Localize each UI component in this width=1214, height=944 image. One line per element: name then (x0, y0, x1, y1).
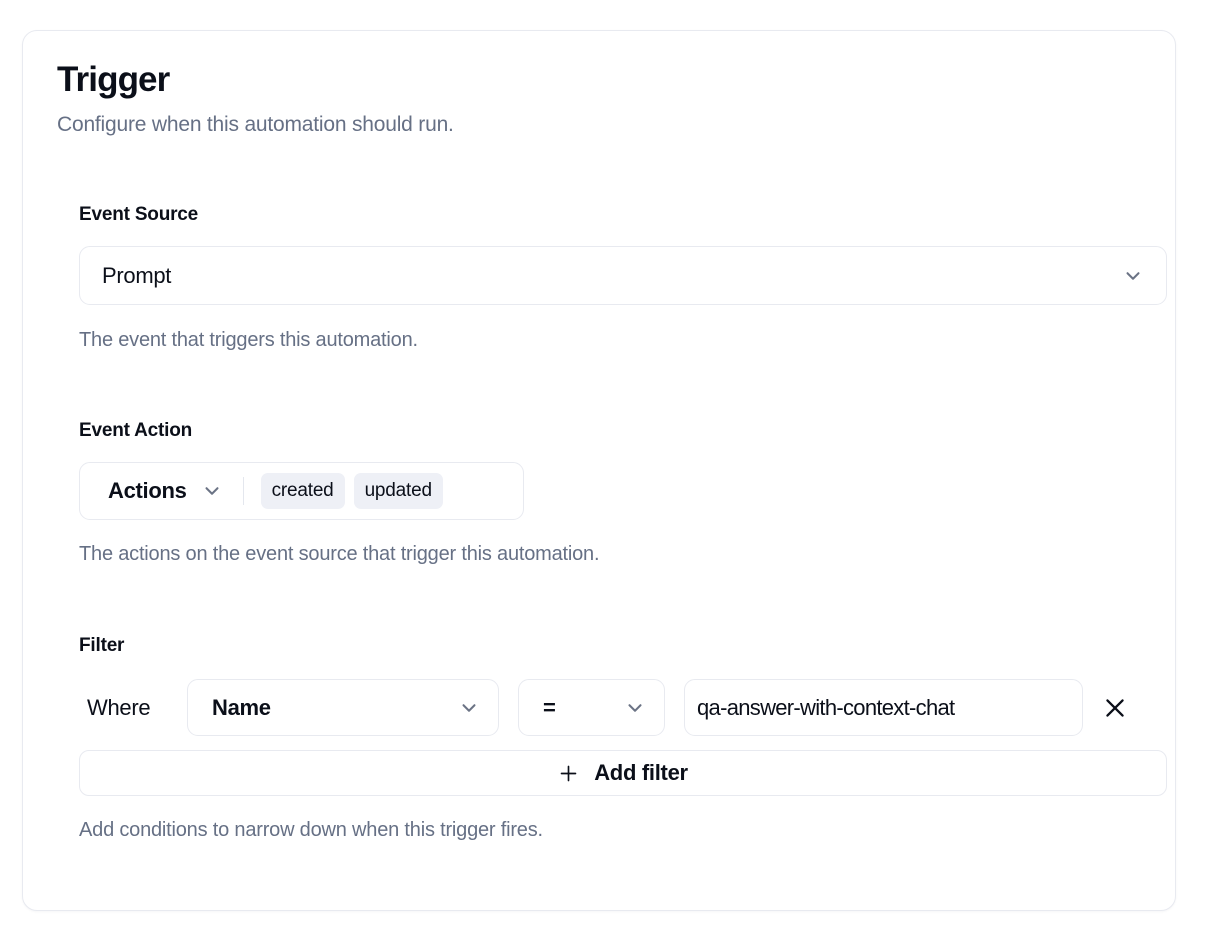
filter-help: Add conditions to narrow down when this … (79, 819, 543, 841)
trigger-card: Trigger Configure when this automation s… (22, 30, 1176, 911)
chevron-down-icon (624, 697, 646, 719)
filter-field: Filter Where Name = (79, 634, 1168, 843)
page-subtitle: Configure when this automation should ru… (57, 113, 454, 136)
page-title: Trigger (57, 60, 170, 99)
chip-updated[interactable]: updated (353, 473, 443, 509)
event-source-help: The event that triggers this automation. (79, 329, 418, 351)
filter-row: Where Name = (79, 679, 1168, 736)
chevron-down-icon (201, 480, 223, 502)
chevron-down-icon (458, 697, 480, 719)
event-action-dropdown-label: Actions (108, 478, 187, 503)
event-source-value: Prompt (102, 262, 172, 288)
chevron-down-icon (1122, 265, 1144, 287)
filter-value-input[interactable] (697, 694, 1070, 721)
close-icon (1102, 695, 1128, 721)
filter-label: Filter (79, 635, 125, 656)
filter-operator-value: = (543, 694, 556, 720)
filter-operator-select[interactable]: = (518, 679, 665, 736)
remove-filter-button[interactable] (1095, 688, 1135, 728)
plus-icon (558, 763, 579, 784)
event-action-dropdown[interactable]: Actions (108, 478, 223, 504)
add-filter-label: Add filter (594, 760, 688, 785)
filter-value-wrapper (684, 679, 1083, 736)
event-action-field: Event Action Actions created updated The… (79, 419, 1168, 567)
where-label: Where (87, 694, 151, 720)
divider (242, 477, 244, 505)
filter-field-select[interactable]: Name (187, 679, 499, 736)
event-source-field: Event Source Prompt The event that trigg… (79, 203, 1168, 353)
event-source-select[interactable]: Prompt (79, 246, 1167, 305)
event-action-label: Event Action (79, 420, 193, 441)
add-filter-button[interactable]: Add filter (79, 750, 1167, 796)
filter-field-value: Name (212, 694, 271, 720)
event-action-help: The actions on the event source that tri… (79, 543, 600, 565)
event-action-chips: created updated (260, 473, 443, 509)
event-source-label: Event Source (79, 204, 199, 225)
event-action-control: Actions created updated (79, 462, 524, 520)
chip-created[interactable]: created (260, 473, 345, 509)
